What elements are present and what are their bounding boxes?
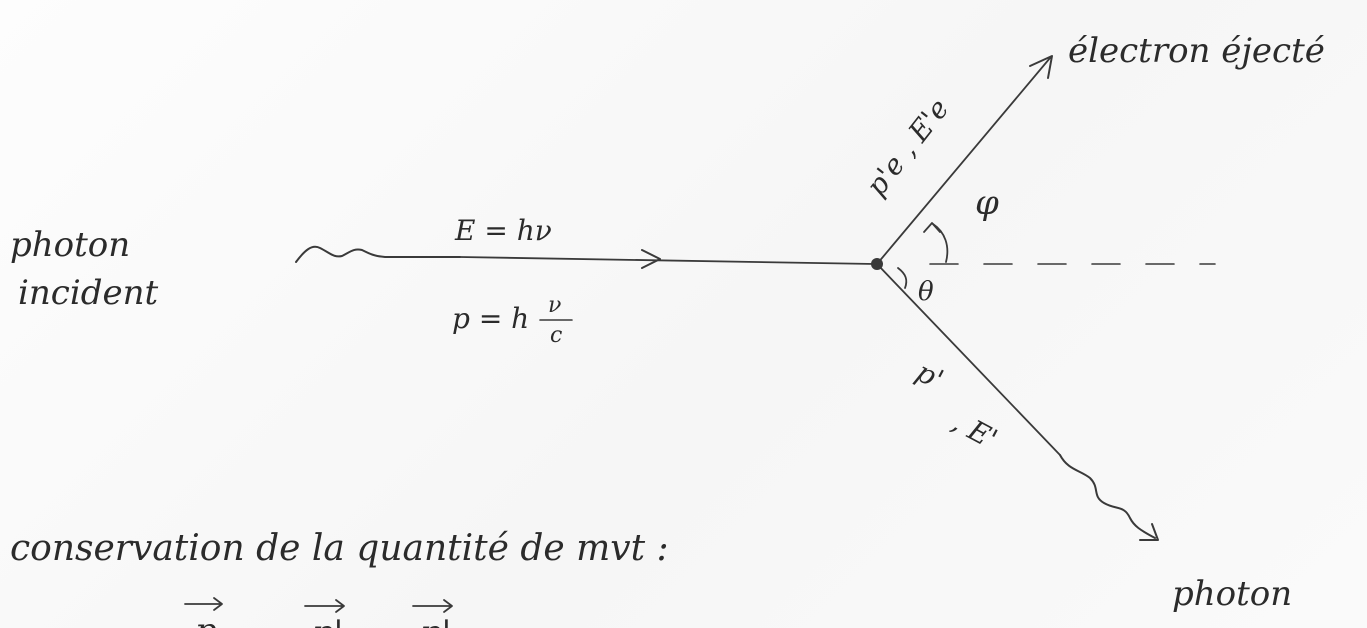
phi-angle-arc [932, 223, 949, 263]
electron-line [876, 57, 1051, 265]
scattered-photon-label: photon [1172, 574, 1292, 614]
electron-momentum-label: p'e , E'e [860, 92, 956, 202]
momentum-nu: ν [548, 293, 561, 318]
phi-arc-arrow [923, 222, 941, 233]
incident-line [459, 256, 876, 265]
vector-arrow-p [184, 597, 223, 611]
incident-photon-label: photon [10, 225, 130, 265]
vector-arrow-p-prime [304, 599, 345, 613]
vector-p: p [195, 611, 217, 628]
electron-arrow-head [1029, 55, 1053, 79]
energy-incident-label: E = hν [454, 214, 552, 247]
incident-arrow-head [641, 249, 661, 269]
conservation-heading: conservation de la quantité de mvt : [10, 528, 669, 569]
vector-p-prime: p' [312, 613, 343, 628]
scattered-arrow-head [1139, 523, 1159, 541]
vector-p-prime-2: p' [420, 613, 451, 628]
incident-photon-label-2: incident [18, 273, 158, 313]
ejected-electron-label: électron éjecté [1068, 31, 1325, 71]
theta-label: θ [918, 277, 934, 307]
phi-label: φ [975, 183, 999, 223]
incident-wave [295, 245, 461, 263]
scattered-energy-label: , E' [947, 405, 1003, 456]
scattered-line [876, 263, 1061, 456]
theta-angle-arc [897, 267, 908, 289]
vector-arrow-p-prime-2 [412, 599, 453, 613]
scattered-momentum-label: p' [911, 355, 949, 396]
momentum-incident-label: p = h [452, 302, 529, 335]
scattered-wave [1059, 454, 1156, 539]
momentum-c: c [550, 323, 562, 348]
